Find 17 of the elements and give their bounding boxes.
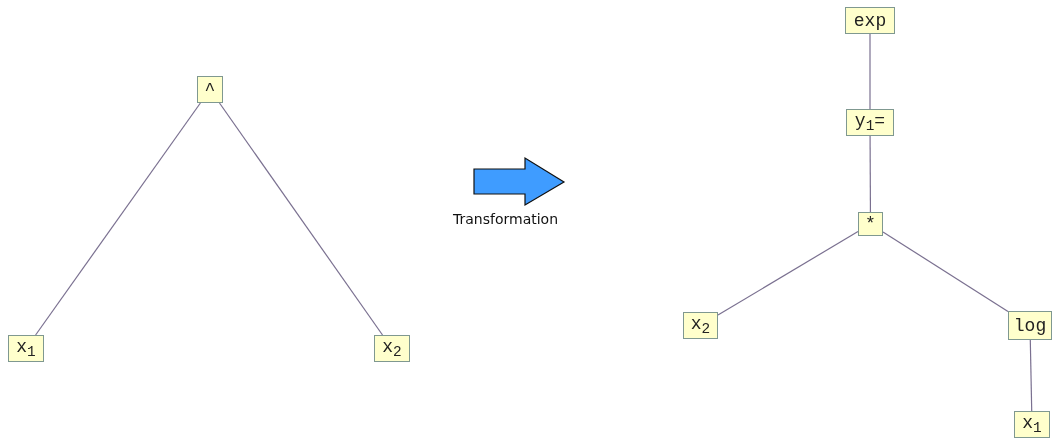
connector-line (869, 135, 872, 213)
tree-node: x$_{1}$ (1014, 411, 1050, 438)
connector-line (882, 231, 1009, 313)
tree-node: x$_{2}$ (683, 312, 718, 339)
connector-line (218, 102, 384, 336)
tree-node: x$_{1}$ (8, 335, 44, 362)
tree-node: x$_{2}$ (374, 335, 410, 362)
tree-node: log (1008, 311, 1052, 340)
tree-node: y$_{1}$= (846, 109, 894, 136)
connector-line (717, 230, 859, 316)
connector-line (869, 33, 871, 110)
connector-line (1029, 339, 1033, 412)
connector-line (35, 102, 201, 336)
tree-node: exp (845, 7, 895, 34)
tree-node: * (858, 212, 883, 236)
tree-node: ^ (197, 76, 223, 103)
caption-text: Transformation (453, 211, 559, 227)
